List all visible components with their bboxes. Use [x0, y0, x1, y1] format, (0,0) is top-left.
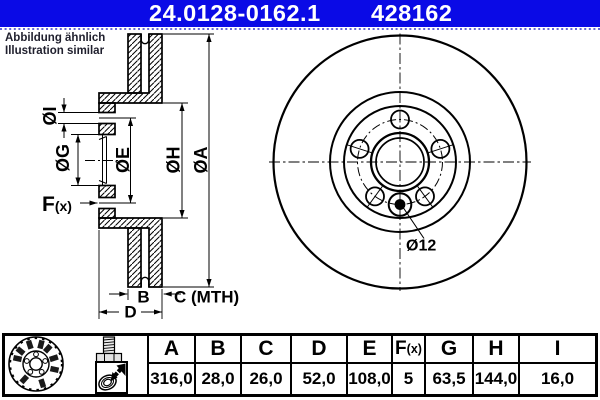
- vent-channel-bottom: [140, 276, 150, 287]
- hub-flange-seg3: [98, 184, 116, 199]
- catalog-number: 428162: [371, 0, 453, 26]
- dim-label-g: ØG: [53, 144, 73, 172]
- cross-section-view: ØI ØG ØE ØH ØA F(x) B C (MTH) D: [40, 33, 239, 322]
- inner-plate-top: [127, 33, 142, 94]
- vent-channel-top: [140, 34, 150, 45]
- brake-disc-icon: [8, 336, 64, 392]
- measurement-icon: [95, 361, 128, 394]
- col-i-header: I: [518, 336, 595, 364]
- similar-note: Abbildung ähnlich Illustration similar: [5, 32, 105, 57]
- col-e-header: E: [346, 336, 391, 364]
- dimension-lines: [58, 33, 214, 319]
- col-g-value: 63,5: [424, 364, 472, 394]
- bolt-holes: [349, 109, 451, 207]
- similar-note-de: Abbildung ähnlich: [5, 32, 106, 44]
- locating-hole-leader: [402, 206, 425, 239]
- col-i-value: 16,0: [518, 364, 595, 394]
- spec-table: A B C D E F(x) G H I 316,0 28,0 26,0 52,…: [2, 333, 598, 397]
- part-number: 24.0128-0162.1: [149, 0, 321, 26]
- col-h-header: H: [472, 336, 518, 364]
- col-a-value: 316,0: [147, 364, 194, 394]
- col-c-value: 26,0: [240, 364, 290, 394]
- front-view: Ø12: [269, 33, 531, 291]
- header-bar: 24.0128-0162.1 428162: [0, 0, 600, 27]
- locating-hole-label: Ø12: [406, 238, 436, 255]
- col-f-value: 5: [391, 364, 424, 394]
- dim-label-d: D: [124, 303, 136, 322]
- locating-hole: [387, 192, 425, 239]
- disc-section-body: [98, 33, 163, 288]
- hub-flange-seg1: [98, 102, 116, 114]
- table-icons: [8, 336, 128, 394]
- dim-label-b: B: [137, 288, 149, 307]
- similar-note-en: Illustration similar: [5, 44, 105, 57]
- bolt-icon: [95, 336, 123, 363]
- dim-label-h: ØH: [164, 147, 184, 174]
- hub-flange-seg4: [98, 207, 116, 219]
- dim-label-e: ØE: [113, 147, 133, 173]
- col-d-header: D: [290, 336, 346, 364]
- col-a-header: A: [147, 336, 194, 364]
- table-icons-cell: [5, 336, 147, 394]
- bolt-hole-ticks: [346, 144, 454, 208]
- dim-label-i: ØI: [40, 106, 60, 125]
- col-c-header: C: [240, 336, 290, 364]
- inner-plate-bottom: [127, 227, 142, 288]
- col-h-value: 144,0: [472, 364, 518, 394]
- col-d-value: 52,0: [290, 364, 346, 394]
- bore-detail: [98, 134, 107, 186]
- col-g-header: G: [424, 336, 472, 364]
- dim-label-c: C (MTH): [174, 288, 239, 307]
- col-f-header: F(x): [391, 336, 424, 364]
- hub-flange-seg2: [98, 122, 116, 136]
- dim-label-a: ØA: [191, 146, 211, 173]
- col-e-value: 108,0: [346, 364, 391, 394]
- col-b-header: B: [194, 336, 240, 364]
- dim-label-f: F(x): [42, 193, 72, 216]
- col-b-value: 28,0: [194, 364, 240, 394]
